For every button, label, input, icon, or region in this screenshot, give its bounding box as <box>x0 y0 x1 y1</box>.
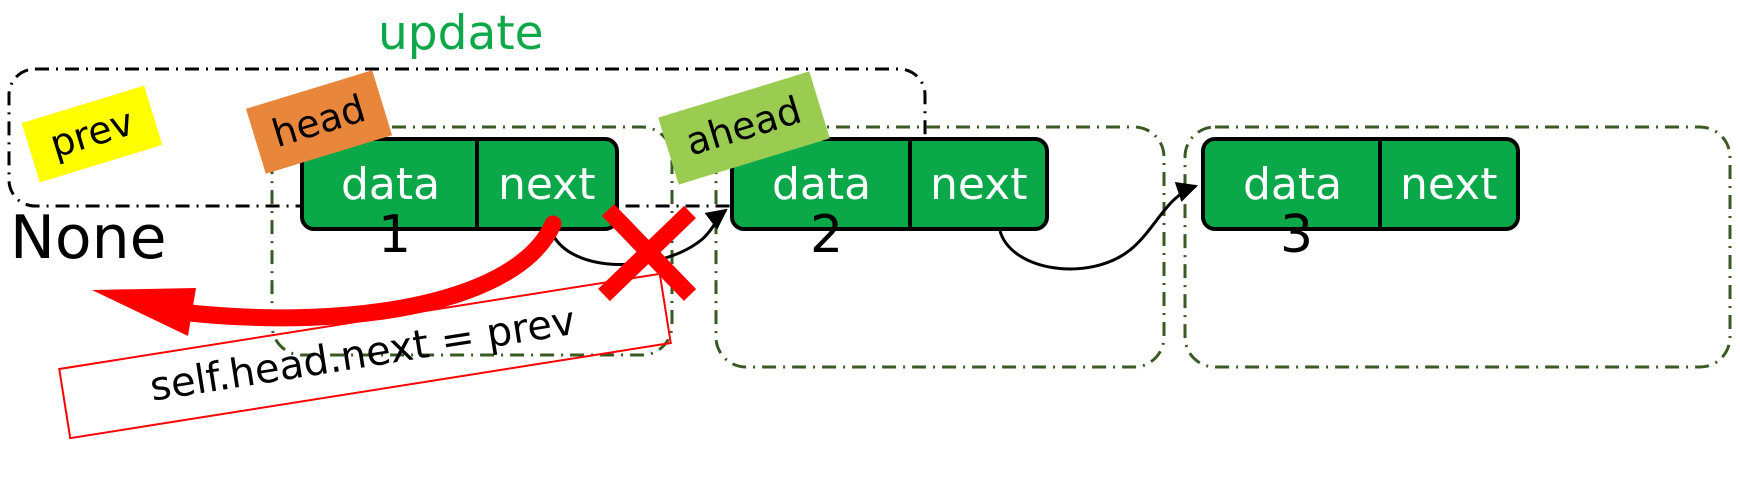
node-2-body <box>730 137 1049 231</box>
broken-link-x-icon <box>598 204 697 302</box>
node-3-next-label: next <box>1400 159 1498 210</box>
node-1-next-label: next <box>498 159 596 210</box>
node-2-next-label: next <box>930 159 1028 210</box>
node-2-number: 2 <box>810 205 844 265</box>
new-next-pointer-arrow <box>92 215 562 336</box>
page-title: update <box>378 6 544 61</box>
node-group-box-3 <box>1183 125 1732 369</box>
node-1-number: 1 <box>378 205 412 265</box>
node-1-body <box>300 137 619 231</box>
node-3-data-label: data <box>1243 159 1343 210</box>
node-2-data-label: data <box>772 159 872 210</box>
node-1 <box>300 137 619 231</box>
pointer-curve-1-to-2 <box>549 208 728 266</box>
node-3-body <box>1201 137 1520 231</box>
node-2 <box>730 137 1049 231</box>
node-group-box-2 <box>714 125 1166 369</box>
pointer-curve-2-to-3 <box>998 182 1198 271</box>
node-1-data-label: data <box>341 159 441 210</box>
none-label: None <box>10 203 167 273</box>
node-3-number: 3 <box>1280 205 1314 265</box>
node-3 <box>1201 137 1520 231</box>
